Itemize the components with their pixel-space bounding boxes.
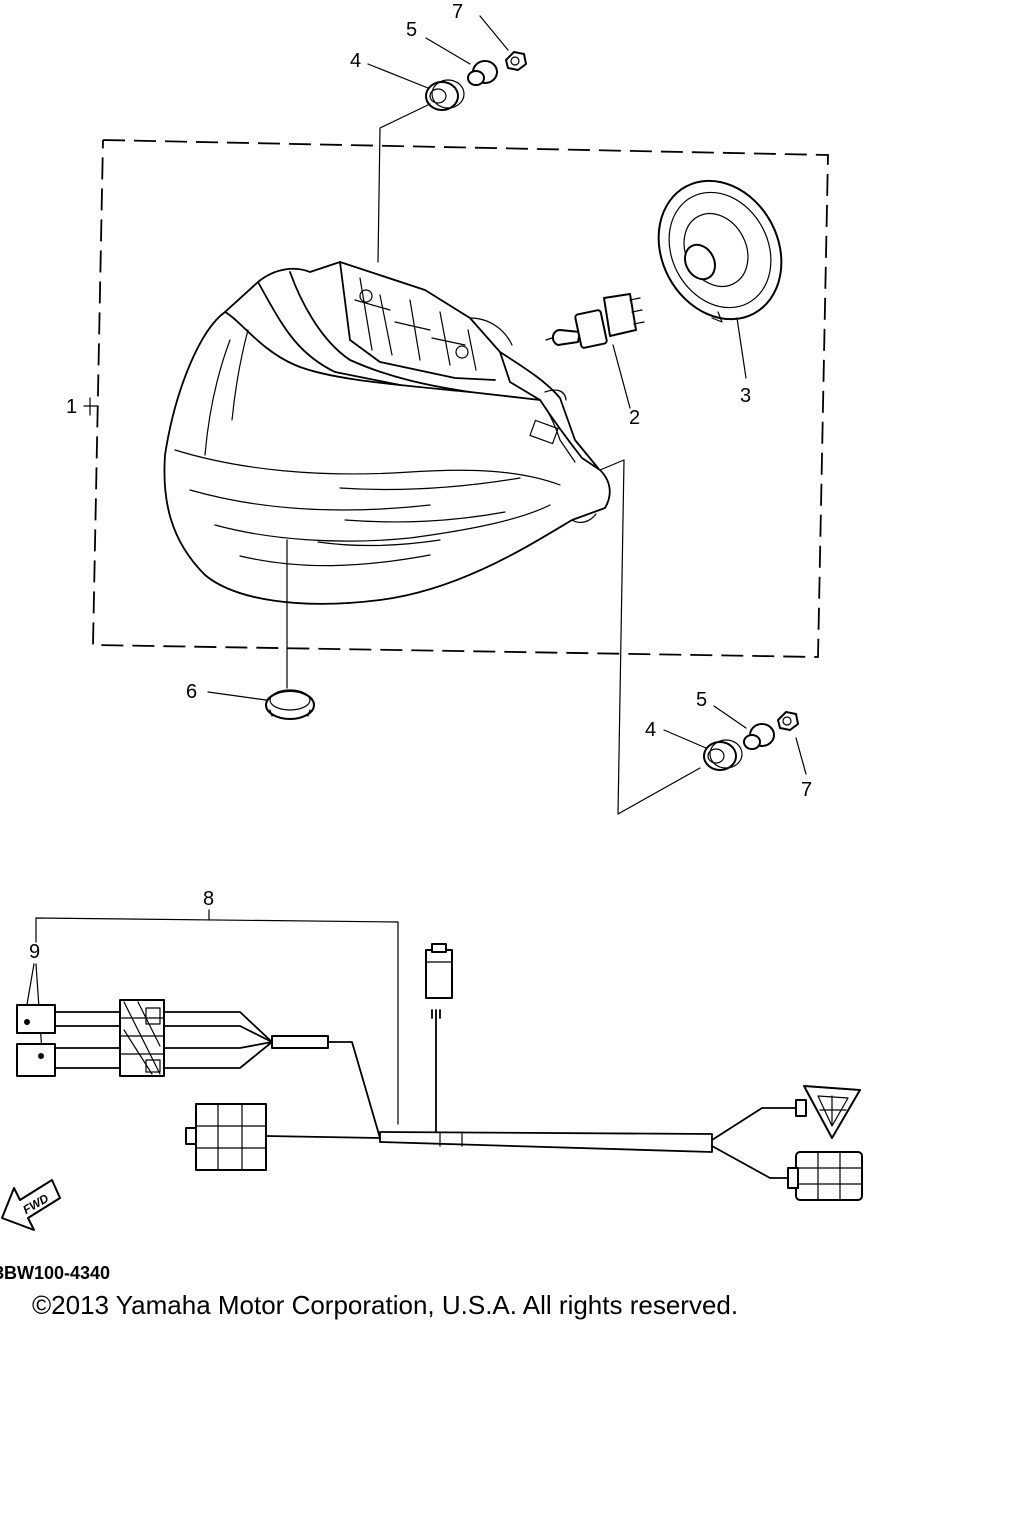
leader-lines xyxy=(83,15,807,815)
callout-8: 8 xyxy=(203,888,214,910)
callout-5-bottom: 5 xyxy=(696,689,707,711)
headlight-housing xyxy=(163,261,611,605)
headlight-bulb xyxy=(545,293,645,349)
callout-9: 9 xyxy=(29,941,40,963)
callout-5-top: 5 xyxy=(406,19,417,41)
callout-7-top: 7 xyxy=(452,1,463,23)
fwd-arrow xyxy=(1,1179,61,1231)
bottom-fastener-set xyxy=(703,711,799,771)
diagram-code: 3BW100-4340 xyxy=(0,1263,110,1283)
wiring-harness xyxy=(16,909,863,1201)
callout-1: 1 xyxy=(66,396,77,418)
callout-2: 2 xyxy=(629,407,640,429)
callout-3: 3 xyxy=(740,385,751,407)
cap-grommet xyxy=(265,689,315,720)
assembly-boundary xyxy=(92,139,829,658)
callout-7-bottom: 7 xyxy=(801,779,812,801)
top-fastener-set xyxy=(425,51,527,111)
callout-4-top: 4 xyxy=(350,50,361,72)
copyright-notice: ©2013 Yamaha Motor Corporation, U.S.A. A… xyxy=(32,1290,738,1320)
callout-4-bottom: 4 xyxy=(645,719,656,741)
callout-6: 6 xyxy=(186,681,197,703)
bulb-cover xyxy=(657,179,783,323)
